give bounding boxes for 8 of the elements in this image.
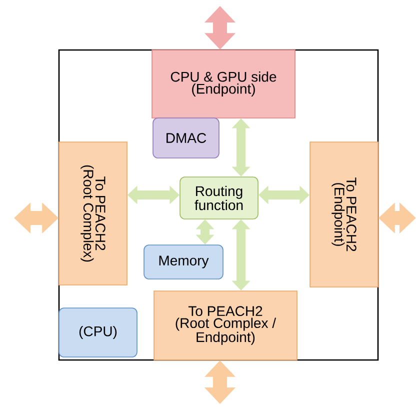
- module-box: Routing function: [180, 176, 258, 220]
- module-box: To PEACH2 (Root Complex / Endpoint): [154, 290, 298, 360]
- module-box: To PEACH2 (Endpoint): [310, 142, 378, 288]
- module-box: Memory: [144, 244, 224, 280]
- module-box: CPU & GPU side (Endpoint): [152, 50, 296, 118]
- module-box: (CPU): [58, 308, 138, 358]
- module-box: To PEACH2 (Root Complex): [58, 142, 128, 286]
- module-box: DMAC: [152, 118, 220, 158]
